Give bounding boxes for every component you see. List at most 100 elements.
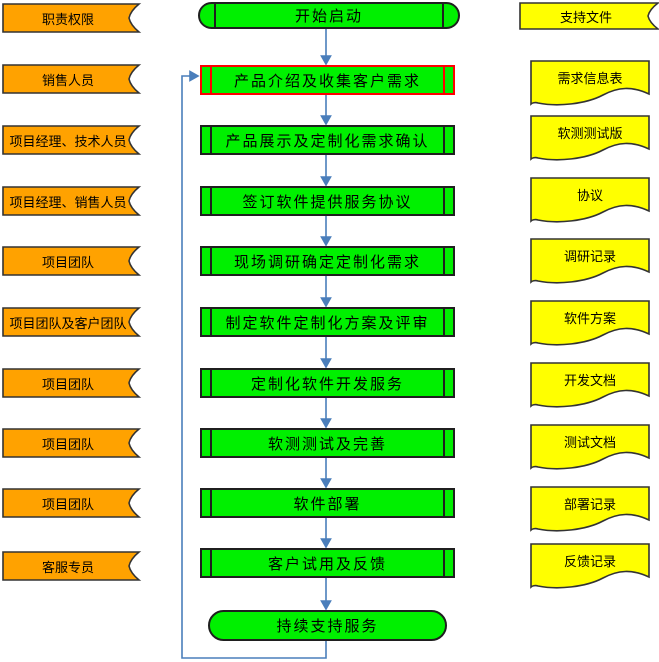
- role-banner: 项目团队: [2, 488, 142, 518]
- banner-ribbon-icon: [2, 186, 142, 216]
- document-shape: 反馈记录: [530, 543, 650, 590]
- flow-arrow: [320, 276, 332, 308]
- process-bar: [443, 188, 445, 214]
- process-bar: [443, 550, 445, 576]
- document-shape: 开发文档: [530, 362, 650, 409]
- flow-start-label: 开始启动: [294, 8, 363, 25]
- banner-ribbon-icon: [2, 64, 142, 94]
- flow-start-terminator: 开始启动: [198, 2, 460, 29]
- flow-arrow: [320, 518, 332, 549]
- banner-ribbon-icon: [2, 125, 142, 155]
- flow-step-label: 现场调研确定定制化需求: [233, 253, 421, 271]
- role-label: 客服专员: [41, 559, 94, 575]
- flow-step-label: 定制化软件开发服务: [250, 375, 404, 393]
- process-bar: [210, 550, 212, 576]
- document-column-header: 支持文件: [519, 2, 659, 30]
- document-icon: [530, 60, 650, 106]
- terminator-bar: [214, 4, 216, 27]
- banner-ribbon-icon: [2, 551, 142, 581]
- flow-arrow: [320, 458, 332, 489]
- banner-ribbon-icon: [2, 3, 142, 33]
- flow-arrow: [320, 29, 332, 66]
- terminator-bar: [442, 4, 444, 27]
- process-bar: [443, 248, 445, 274]
- document-shape: 协议: [530, 177, 650, 224]
- flow-step: 签订软件提供服务协议: [200, 186, 455, 216]
- process-bar: [443, 490, 445, 516]
- process-bar: [210, 127, 212, 153]
- flow-step: 制定软件定制化方案及评审: [200, 307, 455, 337]
- document-header-label: 支持文件: [559, 9, 612, 25]
- document-label: 软件方案: [563, 311, 616, 326]
- banner-ribbon-icon: [2, 488, 142, 518]
- flow-step-label: 制定软件定制化方案及评审: [225, 314, 430, 332]
- flow-step-label: 软测测试及完善: [267, 435, 387, 453]
- document-label: 测试文档: [563, 435, 616, 450]
- document-label: 调研记录: [563, 249, 616, 264]
- flow-step-highlighted: 产品介绍及收集客户需求: [200, 65, 455, 95]
- process-bar: [210, 248, 212, 274]
- flow-step: 软测测试及完善: [200, 428, 455, 458]
- banner-ribbon-icon: [519, 2, 659, 30]
- document-icon: [530, 238, 650, 284]
- flow-step-label: 产品介绍及收集客户需求: [233, 72, 421, 90]
- document-label: 协议: [576, 188, 603, 203]
- banner-ribbon-icon: [2, 368, 142, 398]
- flow-step: 定制化软件开发服务: [200, 368, 455, 398]
- document-label: 需求信息表: [557, 71, 623, 86]
- flow-step: 产品展示及定制化需求确认: [200, 125, 455, 155]
- banner-ribbon-icon: [2, 428, 142, 458]
- process-bar: [443, 67, 445, 93]
- role-banner: 项目团队: [2, 428, 142, 458]
- flow-end-terminator: 持续支持服务: [208, 610, 447, 641]
- role-label: 项目经理、销售人员: [9, 194, 127, 210]
- process-bar: [210, 67, 212, 93]
- document-shape: 软测测试版: [530, 115, 650, 162]
- document-icon: [530, 177, 650, 223]
- document-icon: [530, 543, 650, 589]
- flow-arrow: [320, 155, 332, 187]
- role-label: 项目团队: [41, 436, 94, 452]
- flow-step-label: 产品展示及定制化需求确认: [225, 132, 430, 150]
- role-banner: 项目团队: [2, 368, 142, 398]
- process-bar: [443, 430, 445, 456]
- role-banner: 销售人员: [2, 64, 142, 94]
- document-icon: [530, 115, 650, 161]
- process-bar: [210, 188, 212, 214]
- document-shape: 调研记录: [530, 238, 650, 285]
- banner-ribbon-icon: [2, 307, 142, 337]
- role-banner: 项目团队: [2, 246, 142, 276]
- process-bar: [443, 127, 445, 153]
- process-bar: [443, 370, 445, 396]
- document-shape: 软件方案: [530, 300, 650, 347]
- flow-step-label: 客户试用及反馈: [267, 555, 387, 573]
- flow-step: 客户试用及反馈: [200, 548, 455, 578]
- flow-step: 现场调研确定定制化需求: [200, 246, 455, 276]
- flow-step-label: 软件部署: [293, 495, 362, 513]
- document-shape: 测试文档: [530, 424, 650, 471]
- process-bar: [210, 370, 212, 396]
- process-bar: [210, 309, 212, 335]
- document-shape: 部署记录: [530, 486, 650, 533]
- flow-arrow: [320, 398, 332, 429]
- document-icon: [530, 300, 650, 346]
- role-label: 项目经理、技术人员: [9, 133, 127, 149]
- flow-arrow: [320, 578, 332, 611]
- document-label: 软测测试版: [557, 126, 623, 141]
- flow-step-label: 签订软件提供服务协议: [242, 193, 413, 211]
- role-label: 项目团队: [41, 376, 94, 392]
- flow-arrow: [320, 95, 332, 126]
- role-banner: 项目团队及客户团队: [2, 307, 142, 337]
- document-icon: [530, 362, 650, 408]
- flow-arrow: [320, 216, 332, 247]
- role-header-label: 职责权限: [41, 11, 94, 27]
- role-label: 项目团队: [41, 254, 94, 270]
- process-bar: [210, 490, 212, 516]
- banner-ribbon-icon: [2, 246, 142, 276]
- flow-arrow: [320, 337, 332, 369]
- flow-end-label: 持续支持服务: [276, 618, 379, 635]
- role-label: 项目团队: [41, 496, 94, 512]
- role-label: 销售人员: [41, 72, 94, 88]
- role-label: 项目团队及客户团队: [9, 315, 127, 331]
- role-banner: 项目经理、销售人员: [2, 186, 142, 216]
